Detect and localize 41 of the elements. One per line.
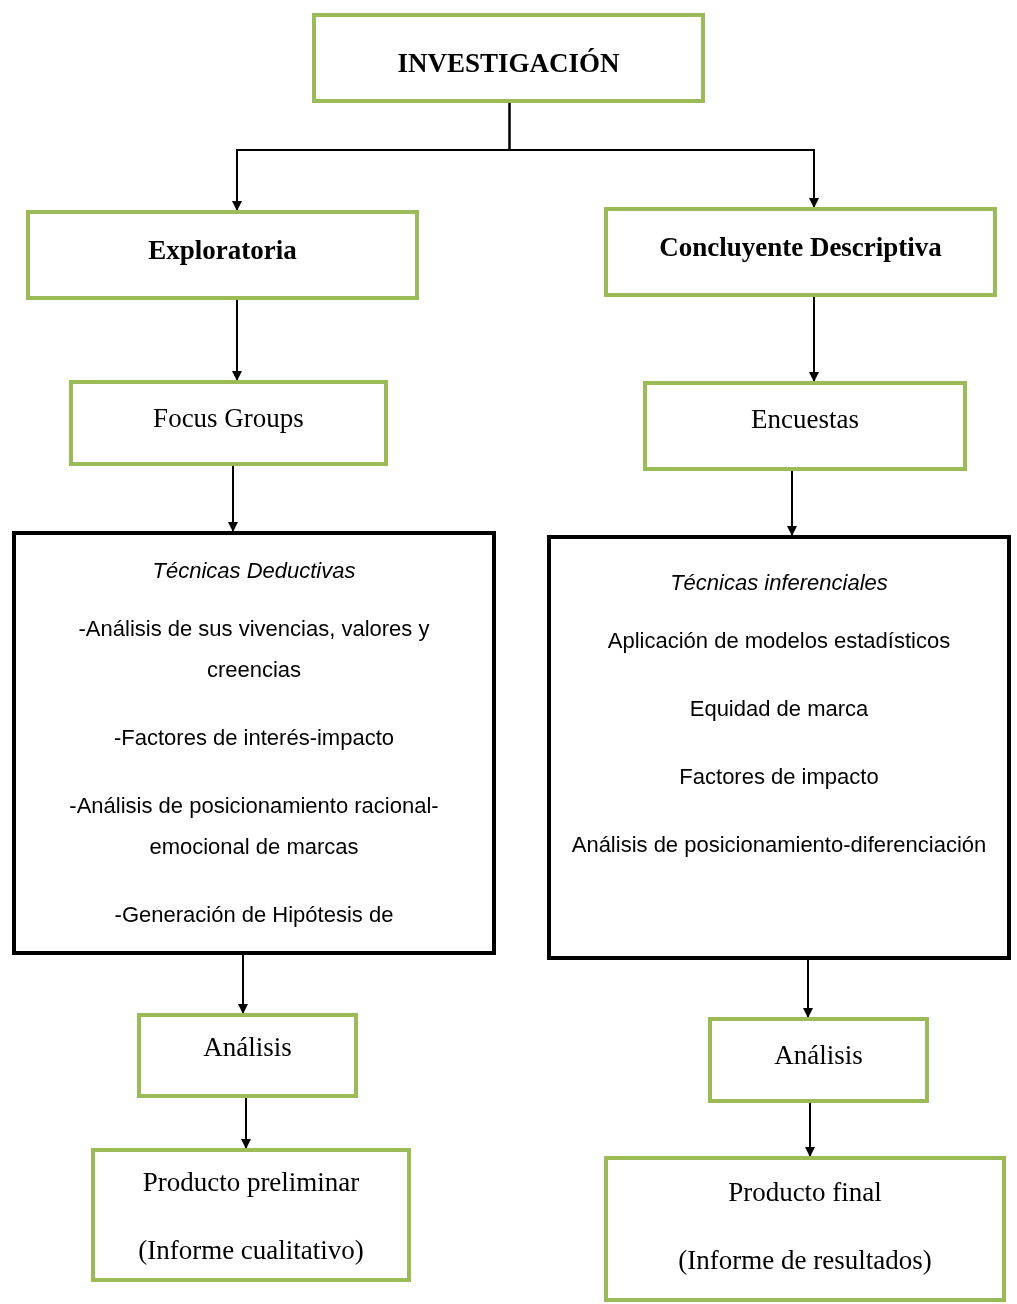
box-heading: Técnicas inferenciales xyxy=(670,569,888,597)
box-title: INVESTIGACIÓN xyxy=(397,47,620,80)
box-title: Producto preliminar xyxy=(142,1166,360,1199)
box-text: -Análisis de sus vivencias, valores y creencias xyxy=(77,614,431,684)
box-text: Equidad de marca xyxy=(689,694,869,723)
box-title: Producto final xyxy=(728,1176,882,1209)
box-text: Análisis de posicionamiento-diferenciación xyxy=(571,830,987,859)
box-title: Focus Groups xyxy=(153,402,304,435)
box-heading: Técnicas Deductivas xyxy=(152,557,356,585)
arrow xyxy=(241,1097,251,1149)
box-title: Concluyente Descriptiva xyxy=(659,231,942,264)
arrow xyxy=(238,954,248,1014)
process-box xyxy=(604,1156,1006,1302)
box-title: Encuestas xyxy=(751,403,859,436)
box-text: -Análisis de posicionamiento racional-emocional de marcas xyxy=(68,791,440,861)
box-text: Factores de impacto xyxy=(679,762,879,791)
box-text: Aplicación de modelos estadísticos xyxy=(607,626,951,655)
arrow xyxy=(232,299,242,381)
technique-box xyxy=(12,531,496,955)
technique-box xyxy=(547,535,1011,960)
arrow xyxy=(803,959,813,1018)
process-box xyxy=(26,210,419,300)
box-text: -Factores de interés-impacto xyxy=(114,723,394,752)
box-title: Análisis xyxy=(774,1039,863,1072)
arrow xyxy=(805,1102,815,1157)
box-title: Análisis xyxy=(203,1031,292,1064)
process-box xyxy=(137,1013,358,1098)
process-box xyxy=(708,1017,929,1103)
process-box xyxy=(604,207,997,297)
box-title: Exploratoria xyxy=(148,234,297,267)
process-box xyxy=(69,380,388,466)
process-box xyxy=(643,381,967,471)
arrow xyxy=(809,296,819,382)
box-subtitle: (Informe de resultados) xyxy=(678,1244,932,1277)
process-box xyxy=(91,1148,411,1282)
arrow xyxy=(787,470,797,536)
box-subtitle: (Informe cualitativo) xyxy=(138,1234,364,1267)
arrow xyxy=(228,465,238,532)
process-box xyxy=(312,13,705,103)
box-text: -Generación de Hipótesis de xyxy=(114,900,394,929)
arrow xyxy=(508,102,819,208)
